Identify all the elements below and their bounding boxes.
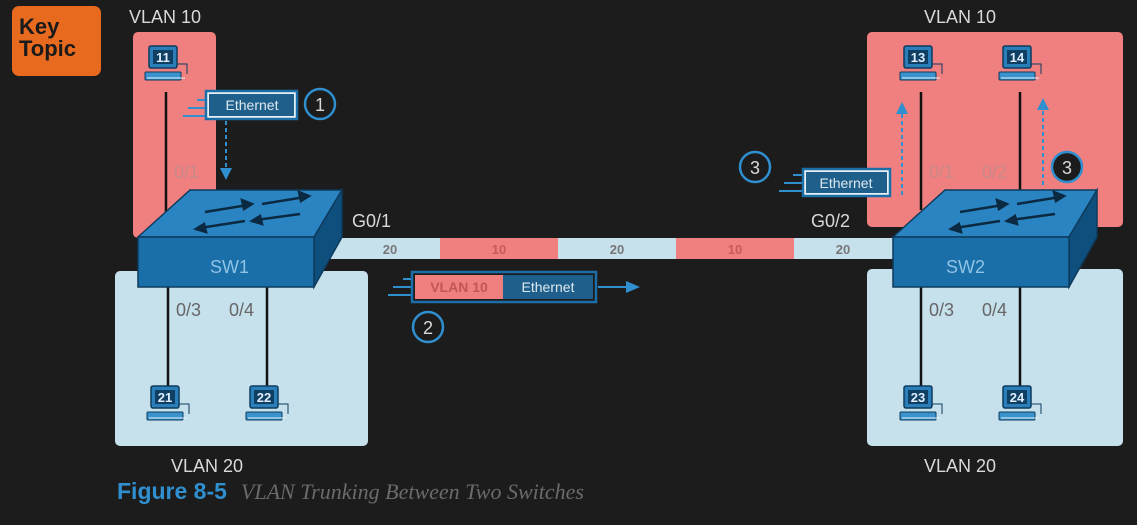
figure-number: Figure 8-5 bbox=[117, 478, 227, 504]
frame-label: Ethernet bbox=[522, 279, 575, 295]
vlan-label-top-right: VLAN 10 bbox=[924, 7, 996, 27]
ethernet-frame-step3: Ethernet bbox=[779, 167, 892, 198]
step-number: 3 bbox=[750, 158, 760, 178]
key-topic-badge: Key Topic bbox=[12, 6, 101, 76]
pc-13[interactable]: 13 bbox=[899, 45, 943, 81]
trunk-link bbox=[318, 238, 898, 259]
port-label: 0/3 bbox=[929, 300, 954, 320]
switch-sw1[interactable]: SW1 bbox=[136, 187, 344, 290]
pc-label: 11 bbox=[156, 50, 170, 65]
step-number: 2 bbox=[423, 318, 433, 338]
trunk-segment-vlan10-a bbox=[440, 238, 558, 259]
port-label: 0/3 bbox=[176, 300, 201, 320]
port-label: 0/1 bbox=[174, 162, 199, 182]
vlan-label-top-left: VLAN 10 bbox=[129, 7, 201, 27]
switch-arrows-icon bbox=[192, 189, 312, 234]
vlan-tag-label: VLAN 10 bbox=[430, 279, 488, 295]
frame-label: Ethernet bbox=[820, 175, 873, 191]
pc-label: 23 bbox=[911, 390, 925, 405]
frame-label: Ethernet bbox=[226, 97, 279, 113]
forward-arrows bbox=[896, 98, 1049, 195]
vlan-label-bottom-right: VLAN 20 bbox=[924, 456, 996, 476]
switch-sw2[interactable]: SW2 bbox=[891, 187, 1099, 290]
port-label: G0/1 bbox=[352, 211, 391, 231]
pc-label: 24 bbox=[1010, 390, 1025, 405]
figure-title: VLAN Trunking Between Two Switches bbox=[240, 479, 584, 504]
trunk-segment-label: 20 bbox=[383, 242, 397, 257]
pc-label: 13 bbox=[911, 50, 925, 65]
port-label: G0/2 bbox=[811, 211, 850, 231]
pc-21[interactable]: 21 bbox=[146, 385, 190, 421]
pc-24[interactable]: 24 bbox=[998, 385, 1042, 421]
tagged-frame-step2: VLAN 10 Ethernet bbox=[388, 270, 640, 304]
switch-label-sw2: SW2 bbox=[946, 257, 985, 277]
pc-label: 22 bbox=[257, 390, 271, 405]
step-number: 3 bbox=[1062, 158, 1072, 178]
trunk-segment-label: 20 bbox=[836, 242, 850, 257]
switch-label-sw1: SW1 bbox=[210, 257, 249, 277]
trunk-segment-label: 10 bbox=[492, 242, 506, 257]
step-badge-3-left: 3 bbox=[738, 150, 772, 184]
vlan-label-bottom-left: VLAN 20 bbox=[171, 456, 243, 476]
pc-23[interactable]: 23 bbox=[899, 385, 943, 421]
figure-caption: Figure 8-5 VLAN Trunking Between Two Swit… bbox=[117, 478, 584, 505]
pc-14[interactable]: 14 bbox=[998, 45, 1042, 81]
key-topic-line1: Key bbox=[19, 14, 60, 39]
port-label: 0/4 bbox=[229, 300, 254, 320]
key-topic-line2: Topic bbox=[19, 36, 77, 61]
port-label: 0/1 bbox=[929, 162, 954, 182]
vlan10-region-left bbox=[133, 32, 216, 238]
trunk-segment-vlan10-b bbox=[676, 238, 794, 259]
pc-label: 14 bbox=[1010, 50, 1025, 65]
step-badge-1: 1 bbox=[303, 87, 337, 121]
port-label: 0/4 bbox=[982, 300, 1007, 320]
switch-arrows-icon bbox=[947, 189, 1067, 234]
trunk-segment-label: 20 bbox=[610, 242, 624, 257]
step-number: 1 bbox=[315, 95, 325, 115]
trunk-segment-label: 10 bbox=[728, 242, 742, 257]
pc-11[interactable]: 11 bbox=[144, 45, 188, 81]
ethernet-frame-step1: Ethernet bbox=[183, 89, 299, 180]
pc-22[interactable]: 22 bbox=[245, 385, 289, 421]
step-badge-2: 2 bbox=[411, 310, 445, 344]
step-badge-3-right: 3 bbox=[1050, 150, 1084, 184]
port-label: 0/2 bbox=[982, 162, 1007, 182]
pc-label: 21 bbox=[158, 390, 172, 405]
